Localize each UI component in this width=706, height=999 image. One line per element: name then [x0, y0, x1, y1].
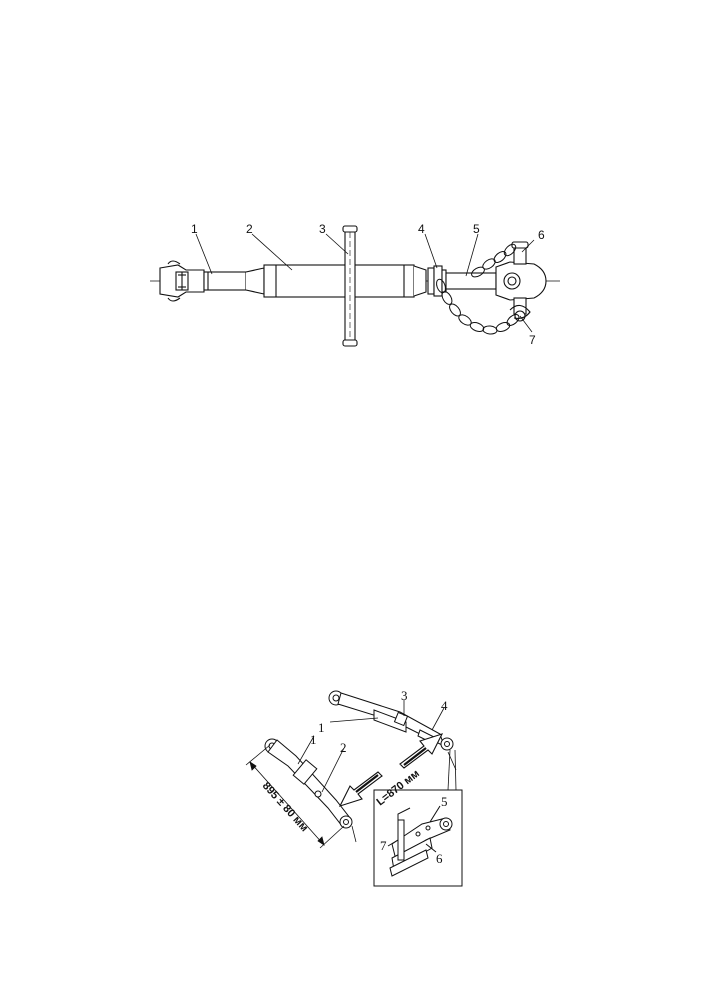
callout-4: 4: [441, 698, 448, 713]
callout-1-lower: 1: [310, 732, 317, 747]
detail-inset: [373, 749, 463, 887]
callout-6: 6: [538, 228, 545, 242]
dimension-895: [245, 744, 345, 849]
arrow-inward: [338, 771, 383, 807]
ball-joint-end: [495, 241, 547, 322]
left-link-bar: [264, 738, 353, 829]
callout-6: 6: [436, 851, 443, 866]
handle-bar: [342, 225, 358, 347]
figure1-callouts: 1 2 3 4 5 6 7: [191, 222, 545, 347]
lower-links-diagram: [245, 690, 463, 887]
left-fork-end: [159, 260, 205, 302]
right-rod: [445, 272, 497, 290]
arrow-outward: [399, 733, 444, 769]
callout-1: 1: [191, 222, 198, 236]
dimension-range-label: 895 ± 80 мм: [260, 780, 310, 834]
figure2-leaders: [297, 700, 445, 793]
callout-5: 5: [441, 794, 448, 809]
central-tube: [263, 264, 415, 298]
safety-chain: [436, 243, 520, 335]
callout-2: 2: [246, 222, 253, 236]
leader-lines: [195, 233, 535, 333]
callout-1-upper: 1: [318, 720, 325, 735]
callout-7: 7: [380, 838, 387, 853]
callout-2: 2: [340, 740, 347, 755]
callout-4: 4: [418, 222, 425, 236]
callout-7: 7: [529, 333, 536, 347]
dimension-l: [351, 751, 457, 843]
callout-3: 3: [319, 222, 326, 236]
callout-5: 5: [473, 222, 480, 236]
top-link-diagram: [150, 225, 560, 347]
callout-3: 3: [401, 688, 408, 703]
